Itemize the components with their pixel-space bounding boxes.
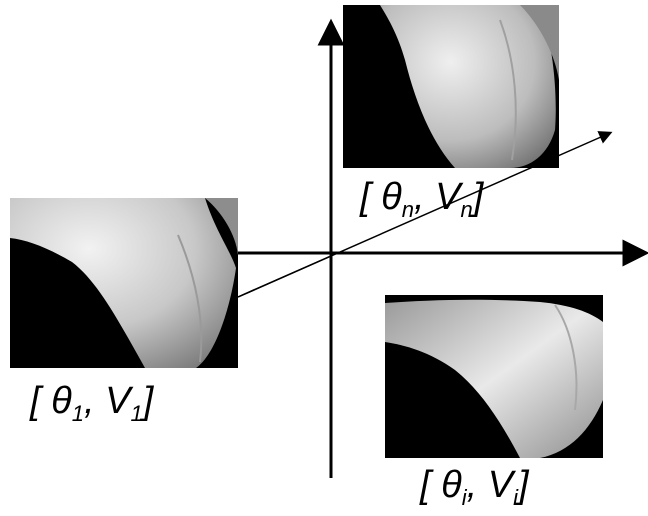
label-ith-sep: , [466, 464, 478, 506]
label-nth-theta: θ [381, 176, 402, 218]
label-ith-theta-sub: i [461, 485, 467, 510]
label-first-sep: , [84, 380, 95, 422]
label-first-pose: [ θ1, V1] [30, 382, 153, 425]
label-nth-theta-sub: n [401, 197, 414, 222]
label-nth-open: [ [360, 176, 371, 218]
label-ith-v: V [487, 464, 514, 506]
label-nth-v: V [435, 176, 461, 218]
label-first-open: [ [30, 380, 41, 422]
pose-image-i [385, 295, 603, 458]
label-nth-v-sub: n [460, 197, 473, 222]
label-ith-open: [ [420, 464, 431, 506]
label-first-theta: θ [51, 380, 72, 422]
label-first-theta-sub: 1 [71, 401, 84, 426]
label-first-v-sub: 1 [130, 401, 143, 426]
label-nth-close: ] [472, 176, 484, 218]
label-nth-pose: [ θn, Vn] [360, 178, 483, 221]
label-ith-pose: [ θi, Vi] [420, 466, 529, 509]
label-ith-close: ] [518, 464, 529, 506]
label-ith-v-sub: i [513, 485, 519, 510]
label-nth-sep: , [414, 176, 425, 218]
label-first-close: ] [142, 380, 154, 422]
pose-image-n [343, 5, 559, 168]
label-first-v: V [105, 380, 131, 422]
pose-image-1 [10, 198, 238, 368]
label-ith-theta: θ [441, 464, 462, 506]
